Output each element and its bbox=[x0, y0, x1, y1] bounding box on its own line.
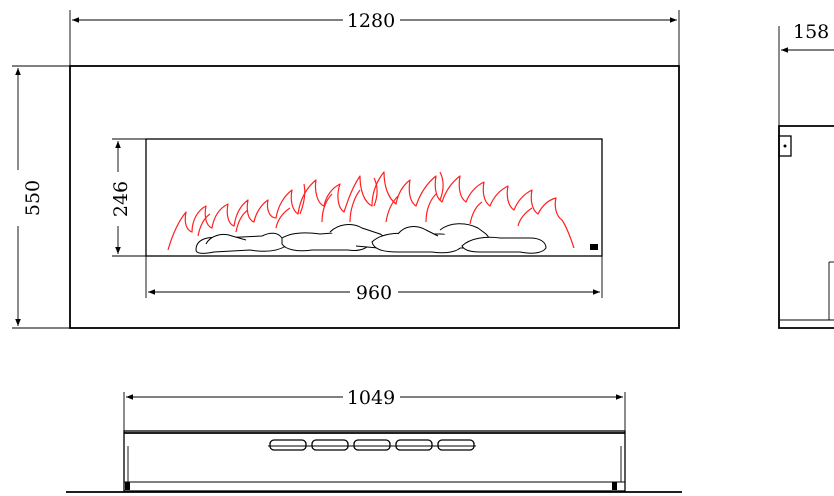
firebox-window bbox=[145, 138, 603, 257]
log bbox=[205, 233, 247, 245]
vent-grille bbox=[268, 439, 476, 451]
flame-graphic bbox=[167, 171, 575, 251]
vent-slot bbox=[311, 439, 349, 451]
log-set bbox=[195, 223, 598, 254]
wall-bracket bbox=[778, 135, 792, 157]
status-indicator bbox=[590, 244, 598, 250]
front-panel-outline bbox=[69, 65, 680, 329]
foot-left bbox=[125, 482, 130, 490]
window-width-label: 960 bbox=[356, 282, 392, 304]
vent-slot bbox=[395, 439, 433, 451]
overall-height-label: 550 bbox=[22, 180, 44, 216]
side-view-outline bbox=[778, 125, 834, 329]
side-view: 158 bbox=[778, 21, 834, 329]
flame-tips bbox=[299, 171, 444, 215]
flame-outline bbox=[167, 171, 575, 251]
depth-label: 158 bbox=[793, 21, 829, 43]
vent-slot bbox=[437, 439, 475, 451]
window-height-label: 246 bbox=[110, 181, 132, 217]
flame-inner-left bbox=[197, 193, 333, 237]
vent-slot bbox=[269, 439, 307, 451]
bottom-view: 1049 bbox=[66, 387, 682, 493]
log bbox=[461, 236, 547, 254]
overall-width-label: 1280 bbox=[347, 10, 395, 32]
bracket-screw bbox=[783, 144, 787, 148]
bottom-width-label: 1049 bbox=[347, 387, 395, 409]
flame-inner-right bbox=[349, 189, 533, 227]
foot-right bbox=[612, 482, 617, 490]
bottom-view-body bbox=[123, 430, 626, 492]
log bbox=[397, 226, 439, 237]
front-view: 1280 550 246 960 bbox=[12, 10, 680, 329]
vent-slot bbox=[353, 439, 391, 451]
